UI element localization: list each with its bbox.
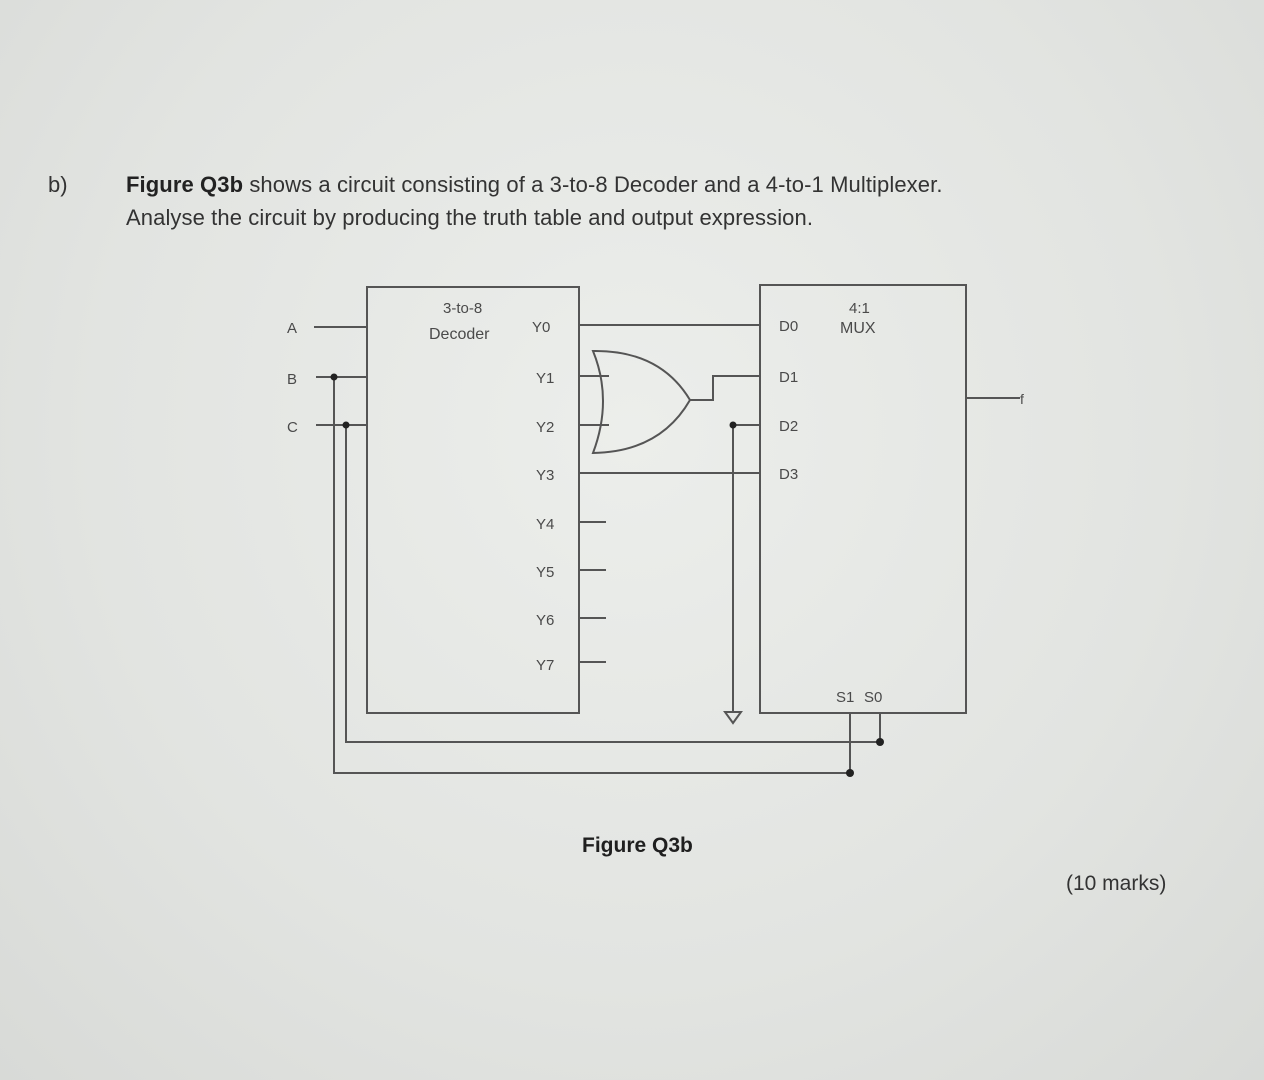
input-label-c: C	[287, 419, 298, 436]
question-line-1: Figure Q3b shows a circuit consisting of…	[126, 168, 1236, 201]
input-label-b: B	[287, 371, 297, 388]
decoder-title-2: Decoder	[429, 326, 490, 343]
junction-b	[330, 373, 338, 381]
mux-input-d2: D2	[779, 418, 798, 435]
or-gate	[591, 349, 692, 455]
mux-title-2: MUX	[840, 320, 876, 337]
question-label: b)	[48, 172, 68, 197]
wire-c-to-s0	[345, 425, 881, 743]
ground-symbol	[723, 711, 743, 725]
figure-reference: Figure Q3b	[126, 172, 244, 197]
decoder-block	[366, 286, 580, 714]
mux-select-s1: S1	[836, 689, 854, 706]
mux-input-d0: D0	[779, 318, 798, 335]
mux-output-label: f	[1020, 391, 1024, 407]
marks-label: (10 marks)	[1066, 872, 1167, 895]
mux-title-1: 4:1	[849, 300, 870, 317]
decoder-title-1: 3-to-8	[443, 300, 482, 317]
figure-caption: Figure Q3b	[582, 834, 693, 857]
mux-input-d1: D1	[779, 369, 798, 386]
output-label-y4: Y4	[536, 516, 554, 533]
question-line-1-rest: shows a circuit consisting of a 3-to-8 D…	[243, 172, 943, 197]
mux-block	[759, 284, 967, 714]
output-label-y7: Y7	[536, 657, 554, 674]
question-text: Figure Q3b shows a circuit consisting of…	[126, 168, 1236, 234]
mux-select-s0: S0	[864, 689, 882, 706]
mux-input-d3: D3	[779, 466, 798, 483]
output-label-y6: Y6	[536, 612, 554, 629]
question-line-2: Analyse the circuit by producing the tru…	[126, 205, 814, 230]
junction-s1	[846, 769, 854, 777]
output-label-y5: Y5	[536, 564, 554, 581]
wire-or-d1	[690, 375, 760, 401]
output-label-y3: Y3	[536, 467, 554, 484]
junction-c	[342, 421, 350, 429]
input-label-a: A	[287, 320, 297, 337]
output-label-y1: Y1	[536, 370, 554, 387]
junction-d2	[729, 421, 737, 429]
output-label-y0: Y0	[532, 319, 550, 336]
output-label-y2: Y2	[536, 419, 554, 436]
junction-s0	[876, 738, 884, 746]
